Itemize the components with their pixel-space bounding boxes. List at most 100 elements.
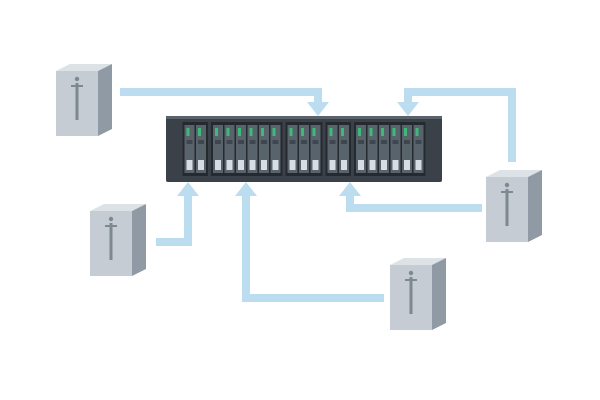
drive-icon [224, 125, 235, 173]
drive-led [289, 128, 293, 136]
drive-led [404, 128, 407, 136]
power-button-icon [74, 76, 80, 82]
drive-handle [215, 160, 221, 170]
drive-icon [327, 125, 338, 173]
tower-server-icon [390, 258, 446, 330]
server-front-slot [109, 223, 113, 260]
connection-right-top [404, 88, 516, 162]
drive-vent [329, 140, 336, 144]
drive-icon [402, 125, 412, 173]
power-button-icon [504, 182, 510, 188]
drive-face [402, 125, 412, 173]
drive-handle [261, 160, 267, 170]
drive-handle [392, 160, 399, 170]
drive-led [249, 128, 253, 136]
drive-icon [413, 125, 424, 173]
drive-icon [259, 125, 269, 173]
drive-handle [226, 160, 233, 170]
servers [56, 64, 542, 330]
drive-face [327, 125, 338, 173]
drive-face [413, 125, 424, 173]
drive-vent [289, 140, 296, 144]
connection-bottom [242, 194, 384, 302]
drive-handle [341, 160, 347, 170]
drive-vent [358, 140, 364, 144]
connection-top-left-arrowhead [307, 102, 329, 116]
drive-handle [272, 160, 279, 170]
drive-handle [312, 160, 319, 170]
tower-server-icon [486, 170, 542, 242]
drive-face [184, 125, 195, 173]
drive-face [356, 125, 366, 173]
drive-vent [261, 140, 267, 144]
drive-face [236, 125, 246, 173]
storage-array-top-edge [166, 116, 442, 119]
drive-handle [381, 160, 387, 170]
server-front-slot [505, 189, 509, 226]
drive-icon [339, 125, 349, 173]
drive-icon [299, 125, 309, 173]
drive-vent [215, 140, 221, 144]
drive-icon [247, 125, 258, 173]
drive-vent [312, 140, 319, 144]
drive-face [247, 125, 258, 173]
drive-vent [198, 140, 204, 144]
drive-handle [289, 160, 296, 170]
server-front-slot [75, 83, 79, 120]
drive-handle [358, 160, 364, 170]
drive-icon [213, 125, 223, 173]
server-top-face [486, 170, 542, 177]
drive-vent [392, 140, 399, 144]
drive-face [196, 125, 206, 173]
connection-top-left [120, 88, 322, 104]
drive-led [392, 128, 396, 136]
power-button-icon [408, 270, 414, 276]
drive-led [226, 128, 230, 136]
drive-vent [226, 140, 233, 144]
power-button-icon [108, 216, 114, 222]
drive-face [390, 125, 401, 173]
connection-arrowheads [177, 102, 419, 196]
drive-led [381, 128, 384, 136]
server-drive-bay [405, 279, 417, 281]
drive-face [310, 125, 321, 173]
connection-right-top-arrowhead [397, 102, 419, 116]
drive-vent [272, 140, 279, 144]
drive-vent [341, 140, 347, 144]
drive-icon [390, 125, 401, 173]
connection-right-mid [346, 194, 482, 212]
drive-led [238, 128, 241, 136]
drive-led [358, 128, 361, 136]
drive-vent [301, 140, 307, 144]
drive-vent [238, 140, 244, 144]
drive-led [312, 128, 316, 136]
storage-array-icon [166, 116, 442, 182]
drive-handle [238, 160, 244, 170]
drive-led [198, 128, 201, 136]
drive-handle [301, 160, 307, 170]
drive-face [259, 125, 269, 173]
drive-led [261, 128, 264, 136]
drive-led [186, 128, 190, 136]
drive-vent [369, 140, 376, 144]
drive-icon [184, 125, 195, 173]
drive-icon [310, 125, 321, 173]
drive-face [379, 125, 389, 173]
drive-handle [186, 160, 193, 170]
server-drive-bay [105, 225, 117, 227]
server-side-face [98, 64, 112, 136]
server-side-face [432, 258, 446, 330]
drive-led [301, 128, 304, 136]
drive-face [299, 125, 309, 173]
connection-bottom-arrowhead [235, 182, 257, 196]
drive-handle [198, 160, 204, 170]
drive-handle [329, 160, 336, 170]
server-side-face [132, 204, 146, 276]
drive-led [215, 128, 218, 136]
connections [120, 88, 516, 302]
connection-middle-left [156, 194, 192, 246]
drive-face [287, 125, 298, 173]
server-side-face [528, 170, 542, 242]
drive-vent [381, 140, 387, 144]
drive-led [329, 128, 333, 136]
